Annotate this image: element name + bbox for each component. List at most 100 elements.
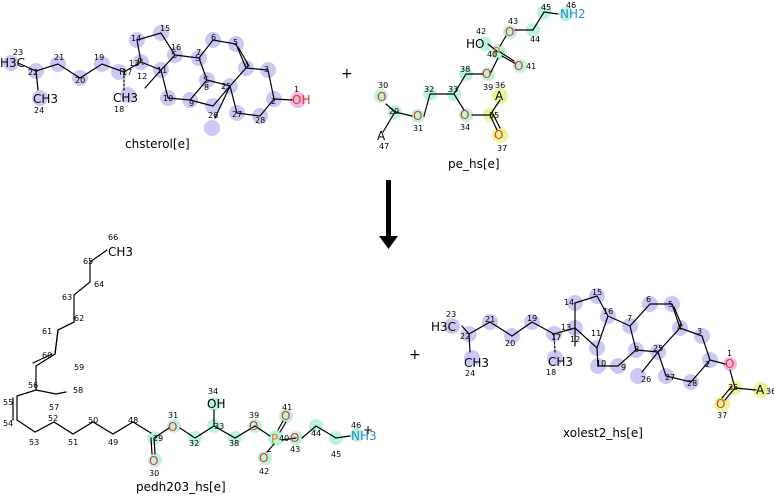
pe-hs-o34: O [460,108,469,122]
atom-num: 2 [705,360,710,369]
pe-hs-atom-numbers: 29 30 31 32 33 34 35 36 37 38 39 40 41 4… [378,1,576,153]
pedh203-bonds [12,249,351,455]
atom-num: 21 [485,315,495,324]
atom-num: 13 [561,323,571,332]
atom-num: 42 [476,27,486,36]
atom-num: 26 [208,111,218,120]
atom-num: 27 [665,373,675,382]
atom-num: 5 [233,38,238,47]
atom-num: 64 [94,280,104,289]
pe-hs-o39: O [482,67,491,81]
atom-num: 49 [108,438,118,447]
atom-num: 23 [13,48,23,57]
atom-num: 1 [727,349,732,358]
atom-num: 61 [42,327,52,336]
plus-sign-top: + [341,66,353,82]
xolest2-o1: O [725,357,734,371]
atom-num: 24 [465,369,475,378]
atom-num: 44 [311,429,321,438]
atom-num: 6 [211,33,216,42]
atom-num: 10 [596,359,606,368]
atom-num: 25 [653,344,663,353]
pe-hs-ho42: HO [466,37,484,51]
atom-num: 43 [508,17,518,26]
pe-hs-p40: P [493,45,500,59]
atom-num: 37 [717,411,727,420]
pe-hs-name: pe_hs[e] [448,157,500,171]
molecule-pedh203-hs: CH3 O O OH O P O O - O NH3 + 29 30 31 32… [3,233,377,494]
atom-num: 39 [483,83,493,92]
atom-num: 33 [448,85,458,94]
molecule-xolest2-hs: H3C CH3 CH3 O O A 1 2 3 4 5 6 7 8 9 10 1… [431,288,774,440]
atom-num: 9 [621,363,626,372]
atom-num: 19 [94,53,104,62]
atom-num: 31 [168,411,178,420]
atom-num: 13 [129,59,139,68]
atom-num: 39 [249,411,259,420]
chsterol-stereo-r13: R [137,57,144,68]
pedh203-ch3-66: CH3 [108,245,133,259]
atom-num: 5 [668,300,673,309]
pe-hs-o30: O [377,90,386,104]
atom-num: 6 [646,295,651,304]
atom-num: 45 [541,3,551,12]
atom-num: 4 [677,323,682,332]
pedh203-minus: - [267,444,271,458]
atom-num: 10 [163,94,173,103]
atom-num: 16 [603,307,613,316]
atom-num: 22 [460,332,470,341]
atom-num: 9 [189,99,194,108]
atom-num: 58 [73,386,83,395]
atom-num: 41 [526,62,536,71]
atom-num: 40 [279,434,289,443]
pedh203-o30: O [149,454,158,468]
chsterol-stereo-r17: R [119,67,126,78]
xolest2-a36: A [756,383,765,397]
atom-num: 29 [389,107,399,116]
atom-num: 32 [189,439,199,448]
xolest2-name: xolest2_hs[e] [563,426,643,440]
atom-num: 46 [351,421,361,430]
chsterol-name: chsterol[e] [125,137,190,151]
atom-num: 20 [75,76,85,85]
pe-hs-a47: A [377,129,386,143]
atom-num: 47 [379,142,389,151]
atom-num: 36 [495,81,505,90]
pe-hs-o37: O [494,128,503,142]
atom-num: 7 [627,314,632,323]
pe-hs-o43: O [505,25,514,39]
atom-num: 12 [570,335,580,344]
atom-num: 60 [42,351,52,360]
pedh203-plus: + [363,423,373,437]
atom-num: 25 [221,82,231,91]
atom-num: 33 [214,422,224,431]
atom-num: 50 [88,416,98,425]
atom-num: 57 [49,403,59,412]
atom-num: 12 [137,72,147,81]
atom-num: 45 [331,450,341,459]
atom-num: 30 [378,81,388,90]
atom-num: 18 [114,105,124,114]
atom-num: 46 [566,1,576,10]
xolest2-bonds [461,295,757,401]
atom-num: 7 [196,48,201,57]
atom-num: 20 [505,339,515,348]
atom-num: 43 [290,445,300,454]
atom-num: 34 [208,387,218,396]
pe-hs-a36: A [495,89,504,103]
xolest2-ch3-24: CH3 [464,356,489,370]
atom-num: 48 [128,416,138,425]
atom-num: 2 [271,97,276,106]
xolest2-atom-numbers: 1 2 3 4 5 6 7 8 9 10 11 12 13 14 15 16 1… [446,288,774,420]
atom-num: 29 [153,434,163,443]
plus-sign-bottom: + [409,347,421,363]
atom-num: 4 [244,61,249,70]
pe-hs-nh2: NH2 [560,7,586,21]
atom-num: 15 [160,24,170,33]
xolest2-h3c: H3C [431,320,456,334]
pedh203-oh34: OH [207,397,225,411]
atom-num: 42 [259,467,269,476]
atom-num: 41 [282,403,292,412]
atom-num: 17 [551,333,561,342]
pedh203-labels: CH3 O O OH O P O O - O NH3 + [108,245,377,468]
